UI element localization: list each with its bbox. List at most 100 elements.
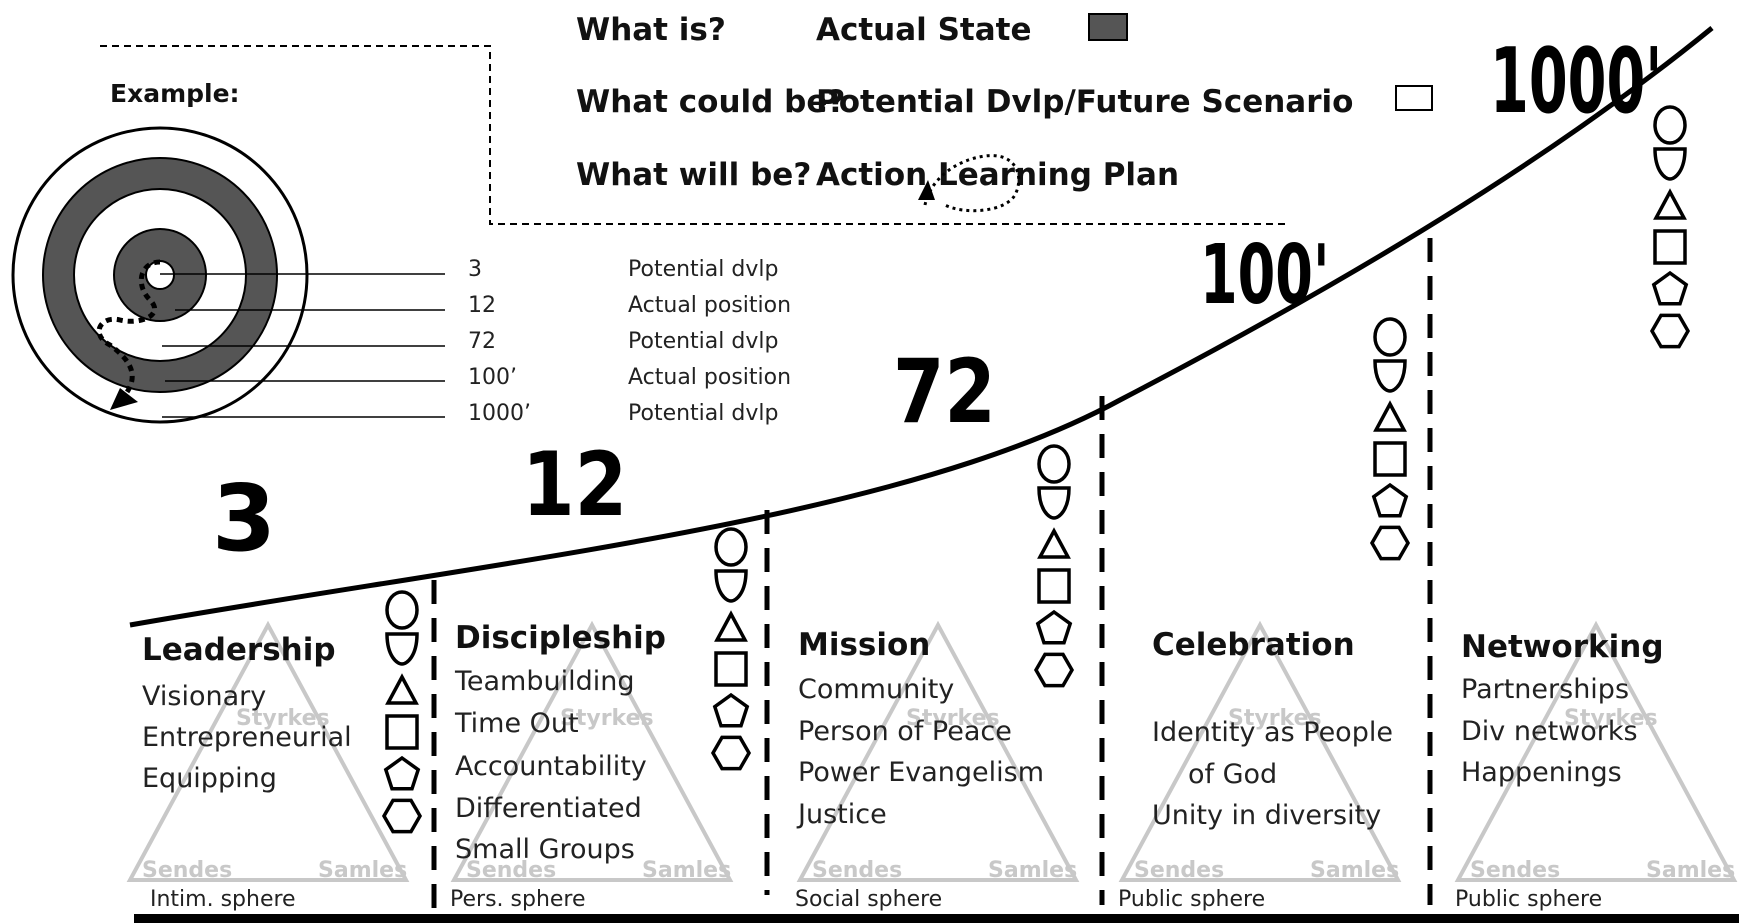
sphere-label-public-2: Public sphere — [1455, 887, 1602, 912]
d-shape-icon — [714, 569, 748, 603]
pentagon-icon — [383, 755, 421, 791]
target-spiral-icon — [96, 259, 161, 397]
watermark-right-label: Samles — [988, 858, 1077, 883]
column-networking: Networking Partnerships Div networks Hap… — [1455, 629, 1664, 912]
example-num-4: 100’ — [468, 365, 517, 390]
networking-item-3: Happenings — [1461, 757, 1622, 788]
example-label-2: Actual position — [628, 293, 791, 318]
watermark-top-label: Styrkes — [906, 706, 1000, 731]
watermark-right-label: Samles — [642, 858, 731, 883]
d-shape-icon — [1653, 147, 1687, 181]
triangle-icon — [1037, 527, 1071, 559]
watermark-top-label: Styrkes — [1564, 706, 1658, 731]
action-loop-icon — [918, 154, 1021, 213]
example-target: Example: — [11, 79, 445, 424]
mission-item-1: Community — [798, 674, 954, 705]
column-title-celebration: Celebration — [1152, 627, 1355, 663]
curve-label-12: 12 — [522, 435, 627, 537]
growth-curve — [129, 26, 1714, 628]
networking-item-2: Div networks — [1461, 716, 1638, 747]
celebration-item-4: Unity in diversity — [1152, 800, 1381, 831]
watermark-right-label: Samles — [1646, 858, 1735, 883]
legend: What is? Actual State What could be? Pot… — [576, 12, 1433, 213]
networking-item-1: Partnerships — [1461, 674, 1629, 705]
circle-icon — [1373, 317, 1407, 357]
square-icon — [385, 714, 419, 750]
triangle-icon — [1373, 400, 1407, 432]
column-celebration: Celebration Identity as People of God Un… — [1118, 627, 1393, 912]
discipleship-item-1: Teambuilding — [454, 666, 635, 697]
shape-stack — [1649, 105, 1691, 349]
watermark-top-label: Styrkes — [1228, 706, 1322, 731]
discipleship-item-3: Accountability — [455, 751, 647, 782]
column-title-discipleship: Discipleship — [455, 620, 666, 656]
pentagon-icon — [1651, 270, 1689, 306]
square-icon — [1653, 229, 1687, 265]
circle-icon — [1037, 444, 1071, 484]
pentagon-icon — [712, 692, 750, 728]
actual-state-swatch — [1088, 13, 1128, 41]
square-icon — [1373, 441, 1407, 477]
sphere-label-social: Social sphere — [795, 887, 942, 912]
triangle-icon — [714, 610, 748, 642]
triangle-icon — [1653, 188, 1687, 220]
triangle-icon — [385, 673, 419, 705]
legend-frame — [100, 45, 1290, 225]
example-title: Example: — [110, 79, 240, 108]
square-icon — [1037, 568, 1071, 604]
example-key: 3 Potential dvlp 12 Actual position 72 P… — [468, 257, 791, 426]
watermark-right-label: Samles — [318, 858, 407, 883]
example-label-3: Potential dvlp — [628, 329, 778, 354]
discipleship-item-2: Time Out — [454, 708, 579, 739]
example-num-3: 72 — [468, 329, 496, 354]
leadership-item-2: Entrepreneurial — [142, 722, 352, 753]
watermark-left-label: Sendes — [1470, 858, 1560, 883]
hexagon-icon — [1649, 313, 1691, 349]
watermark-left-label: Sendes — [142, 858, 232, 883]
pentagon-icon — [1371, 482, 1409, 518]
legend-question-1: What is? — [576, 12, 726, 48]
mission-item-2: Person of Peace — [798, 716, 1012, 747]
sphere-label-pers: Pers. sphere — [450, 887, 586, 912]
column-mission: Mission Community Person of Peace Power … — [795, 627, 1044, 912]
leadership-item-3: Equipping — [142, 763, 277, 794]
watermark-left-label: Sendes — [812, 858, 902, 883]
sphere-label-public-1: Public sphere — [1118, 887, 1265, 912]
curve-label-100: 100' — [1200, 229, 1330, 323]
shape-stack — [1033, 444, 1075, 688]
shape-stacks — [381, 105, 1691, 834]
potential-swatch — [1395, 85, 1433, 111]
d-shape-icon — [385, 632, 419, 666]
example-label-5: Potential dvlp — [628, 401, 778, 426]
pentagon-icon — [1035, 609, 1073, 645]
hexagon-icon — [710, 735, 752, 771]
legend-answer-1: Actual State — [816, 12, 1032, 48]
column-title-mission: Mission — [798, 627, 930, 663]
mission-item-4: Justice — [796, 799, 887, 830]
legend-answer-3: Action Learning Plan — [816, 157, 1179, 193]
watermark-right-label: Samles — [1310, 858, 1399, 883]
column-dividers — [431, 238, 1433, 918]
shape-stack — [381, 590, 423, 834]
watermark-left-label: Sendes — [1134, 858, 1224, 883]
shape-stack — [1369, 317, 1411, 561]
example-num-1: 3 — [468, 257, 482, 282]
watermark-top-label: Styrkes — [560, 706, 654, 731]
curve-label-3: 3 — [212, 465, 276, 572]
example-num-5: 1000’ — [468, 401, 531, 426]
watermark-left-label: Sendes — [466, 858, 556, 883]
column-title-networking: Networking — [1461, 629, 1664, 665]
hexagon-icon — [1369, 525, 1411, 561]
circle-icon — [714, 527, 748, 567]
circle-icon — [1653, 105, 1687, 145]
legend-question-2: What could be? — [576, 84, 845, 120]
legend-question-3: What will be? — [576, 157, 811, 193]
hexagon-icon — [1033, 652, 1075, 688]
curve-label-1000: 1000' — [1490, 29, 1662, 134]
